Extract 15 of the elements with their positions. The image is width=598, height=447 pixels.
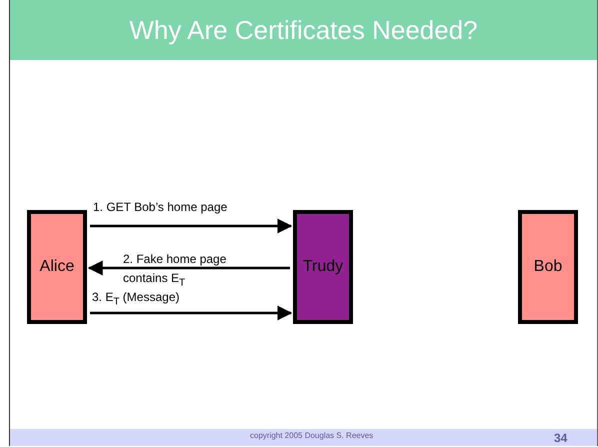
actor-name: Bob	[534, 258, 562, 276]
edge-label: 1. GET Bob’s home page	[93, 200, 228, 214]
arrow	[90, 218, 292, 234]
slide-title: Why Are Certificates Needed?	[129, 14, 478, 46]
actor-box	[293, 210, 353, 324]
arrow	[90, 306, 292, 320]
actor-name: Alice	[40, 258, 74, 276]
edge-label: 3. E$_{T}$ (Message)	[92, 290, 180, 310]
arrow	[88, 260, 290, 276]
actor-box	[27, 210, 87, 324]
edge-label: 2. Fake home page contains E$_{T}$	[123, 251, 228, 290]
actor-name: Trudy	[302, 258, 344, 276]
copyright-note: copyright 2005 Douglas S. Reeves	[250, 431, 374, 440]
page-number: 34	[554, 431, 568, 445]
actor-box	[518, 210, 578, 324]
